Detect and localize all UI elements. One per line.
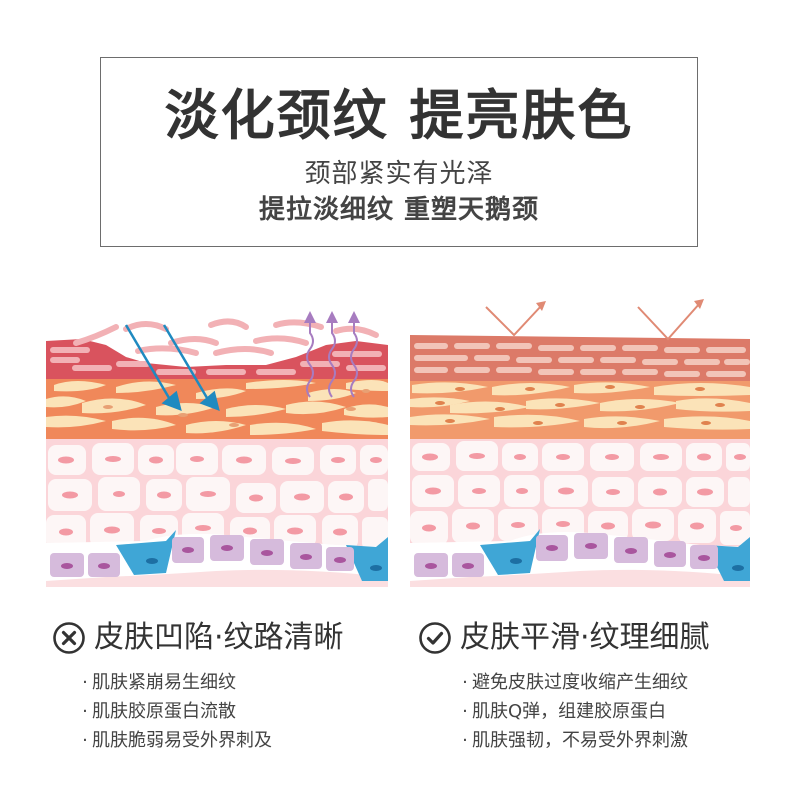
list-item: ·肌肤紧崩易生细纹 (82, 672, 236, 693)
list-item: ·肌肤胶原蛋白流散 (82, 701, 236, 722)
list-item: ·避免皮肤过度收缩产生细纹 (462, 672, 688, 693)
list-item: ·肌肤脆弱易受外界刺及 (82, 730, 272, 751)
title-box: 淡化颈纹 提亮肤色 颈部紧实有光泽 提拉淡细纹 重塑天鹅颈 (100, 57, 698, 247)
subtitle-line-2: 提拉淡细纹 重塑天鹅颈 (258, 195, 540, 225)
after-caption: 皮肤平滑·纹理细腻 (418, 618, 710, 658)
page-title: 淡化颈纹 提亮肤色 (164, 84, 634, 147)
check-circle-icon (419, 622, 451, 654)
after-caption-text: 皮肤平滑·纹理细腻 (460, 620, 710, 655)
before-caption-text: 皮肤凹陷·纹路清晰 (94, 620, 344, 655)
before-bullet-list: ·肌肤紧崩易生细纹 ·肌肤胶原蛋白流散 ·肌肤脆弱易受外界刺及 (80, 668, 272, 755)
subtitle-line-1: 颈部紧实有光泽 (304, 159, 494, 189)
list-item: ·肌肤Q弹，组建胶原蛋白 (462, 701, 667, 722)
damaged-skin-illustration (46, 305, 388, 595)
before-caption: 皮肤凹陷·纹路清晰 (52, 618, 344, 658)
after-bullet-list: ·避免皮肤过度收缩产生细纹 ·肌肤Q弹，组建胶原蛋白 ·肌肤强韧，不易受外界刺激 (460, 668, 688, 755)
list-item: ·肌肤强韧，不易受外界刺激 (462, 730, 688, 751)
x-circle-icon (53, 622, 85, 654)
healthy-skin-illustration (410, 295, 750, 595)
